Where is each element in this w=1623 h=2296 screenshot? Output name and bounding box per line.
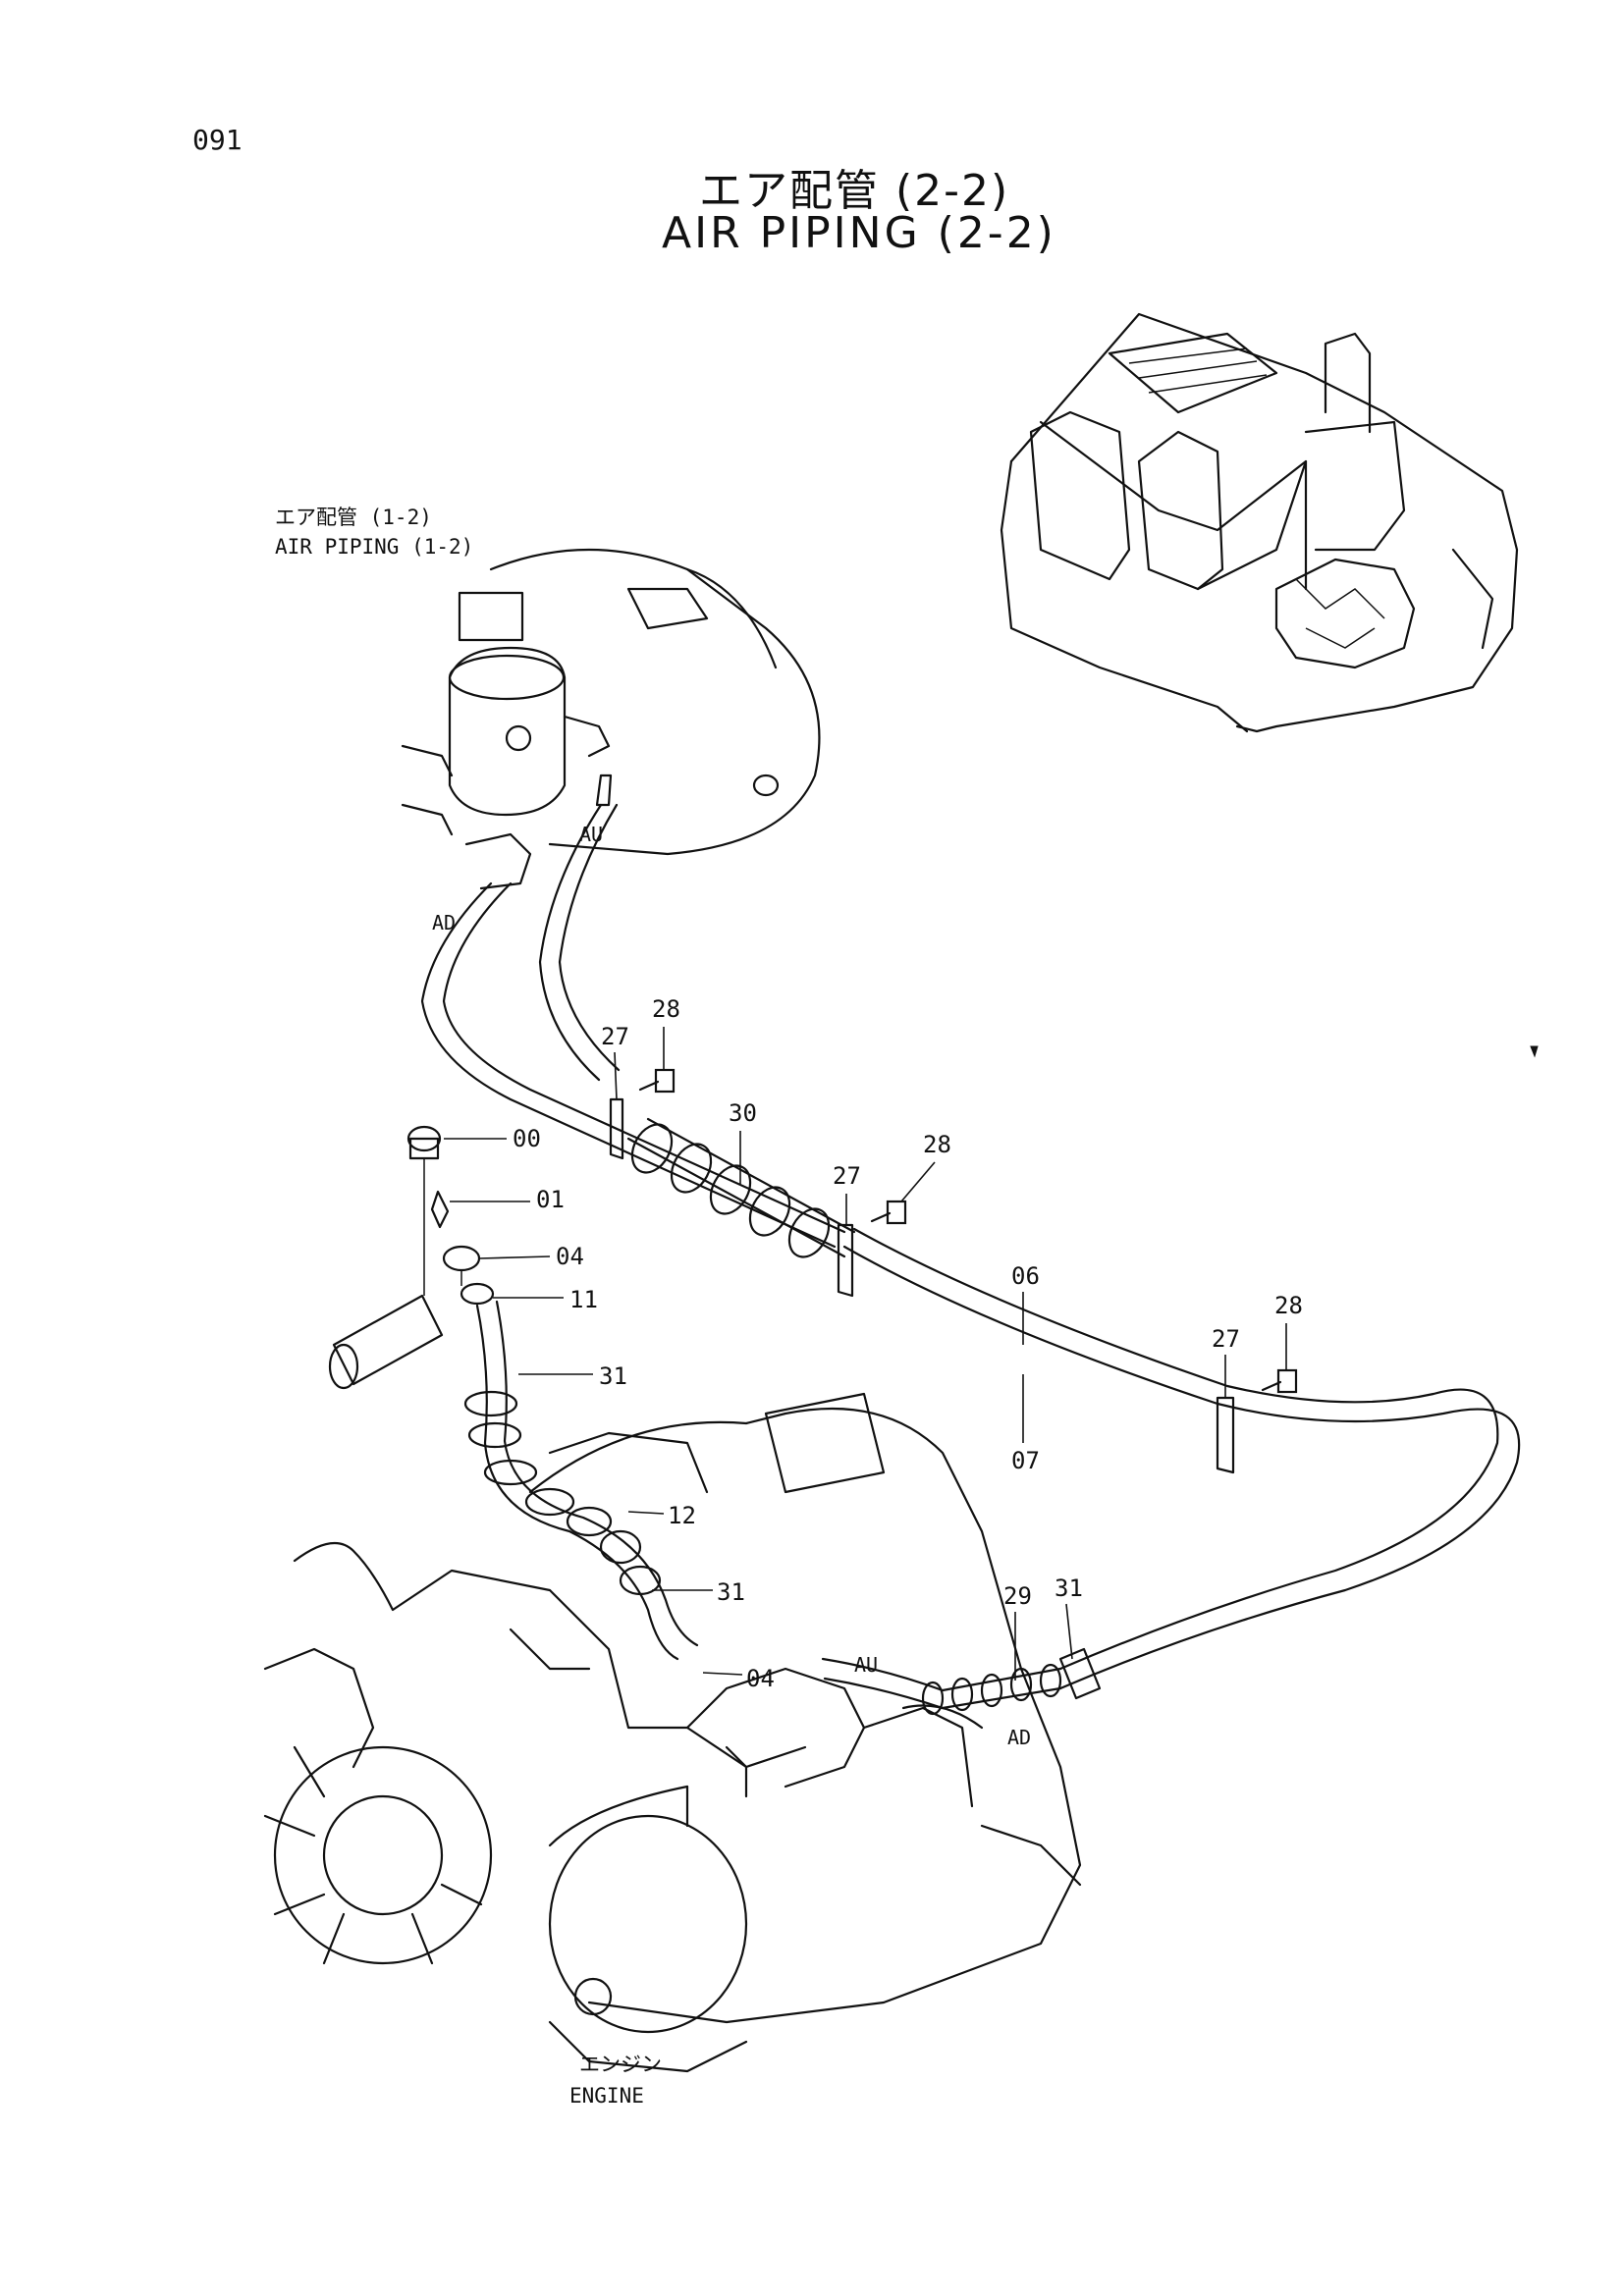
hose-06-07-assembly — [420, 803, 1521, 1690]
protector-hose-30 — [626, 1117, 856, 1258]
fitting-stack-illustration — [328, 1125, 495, 1390]
callout-31-lower: 31 — [1055, 1575, 1083, 1602]
port-label-ad-lower: AD — [1007, 1726, 1032, 1749]
clamp-27-a — [609, 1097, 624, 1160]
title-english: AIR PIPING (2-2) — [662, 208, 1056, 258]
callout-31-upper: 31 — [599, 1362, 627, 1390]
leader-lines — [444, 1027, 1287, 1681]
clamp-27-c — [1216, 1396, 1235, 1474]
callout-01: 01 — [536, 1186, 565, 1213]
callout-27-b: 27 — [833, 1162, 861, 1190]
callout-30: 30 — [729, 1099, 757, 1127]
ref-air-piping-1-2-english: AIR PIPING (1-2) — [275, 535, 474, 559]
bolt-28-b — [870, 1200, 907, 1225]
callout-04-lower: 04 — [746, 1665, 775, 1692]
callout-28-b: 28 — [923, 1131, 951, 1158]
bolt-28-c — [1261, 1368, 1298, 1394]
air-tank-and-dryer-illustration — [401, 548, 821, 890]
bolt-28-a — [638, 1068, 676, 1094]
engine-illustration — [263, 1392, 1082, 2073]
hose-29-assembly — [821, 1647, 1102, 1716]
excavator-overview-illustration — [1000, 312, 1519, 733]
clamp-27-b — [837, 1223, 854, 1298]
registration-mark — [1530, 1045, 1539, 1058]
page-number: 091 — [192, 124, 243, 156]
hose-12-assembly — [463, 1300, 699, 1661]
callout-04-upper: 04 — [556, 1243, 584, 1270]
callout-28-c: 28 — [1274, 1292, 1303, 1319]
callout-28-a: 28 — [652, 995, 680, 1023]
callout-31-middle: 31 — [717, 1578, 745, 1606]
callout-27-c: 27 — [1212, 1325, 1240, 1353]
ref-engine-english: ENGINE — [569, 2084, 644, 2108]
callout-12: 12 — [668, 1502, 696, 1529]
title-japanese: エア配管 (2-2) — [699, 166, 1010, 216]
callout-07: 07 — [1011, 1447, 1040, 1474]
callout-06: 06 — [1011, 1262, 1040, 1290]
callout-27-a: 27 — [601, 1023, 629, 1050]
callout-11: 11 — [569, 1286, 598, 1313]
callout-29: 29 — [1003, 1582, 1032, 1610]
ref-air-piping-1-2-japanese: エア配管 (1-2) — [275, 506, 432, 529]
callout-00: 00 — [513, 1125, 541, 1152]
